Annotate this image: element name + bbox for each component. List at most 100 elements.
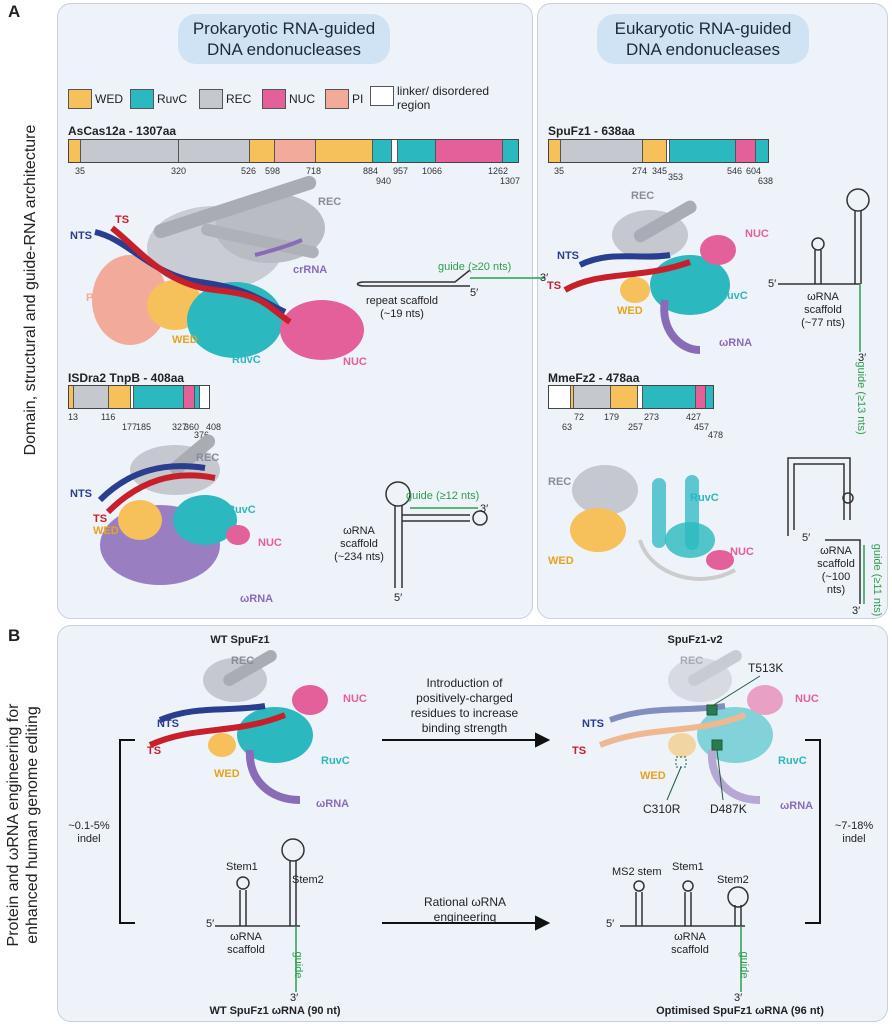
ascas12a-tick: 598 — [265, 166, 281, 176]
v2-label-ruvc: RuvC — [778, 755, 807, 767]
tnpb-tick: 116 — [101, 412, 116, 422]
wt-label-wed: WED — [214, 768, 240, 780]
spufz1-domain-bar — [548, 139, 769, 163]
tnpb-scaffold: ωRNA scaffold (~234 nts) — [334, 525, 384, 563]
spufz1-label-ts: TS — [547, 280, 562, 292]
legend-swatch-linker — [370, 86, 394, 106]
tnpb-tick: 376 — [194, 430, 210, 440]
wt-indel-label: ~0.1-5% indel — [68, 820, 110, 845]
ascas12a-guide-rna — [356, 269, 545, 287]
tnpb-tick: 360 — [184, 422, 200, 432]
ascas12a-tick: 526 — [241, 166, 257, 176]
tnpb-domain-bar — [68, 385, 210, 409]
spufz1-tick: 638 — [758, 176, 774, 186]
mmefz2-tick: 478 — [708, 430, 724, 440]
opt-rna-title: Optimised SpuFz1 ωRNA (96 nt) — [656, 1005, 824, 1017]
ascas12a-guide-label: guide (≥20 nts) — [438, 261, 512, 273]
wt-label-ts: TS — [147, 745, 162, 757]
legend-label-wed: WED — [95, 92, 123, 106]
tnpb-label-nuc: NUC — [258, 537, 282, 549]
wt-rna-title: WT SpuFz1 ωRNA (90 nt) — [209, 1005, 341, 1017]
ascas12a-label-ts: TS — [115, 214, 130, 226]
v2-indel-label: ~7-18% indel — [834, 820, 874, 845]
tnpb-tick: 408 — [206, 422, 222, 432]
tnpb-label-wrna: ωRNA — [240, 593, 274, 605]
ascas12a-label-rec: REC — [318, 196, 342, 208]
spufz1-tick: 274 — [632, 166, 648, 176]
legend-swatch-wed — [68, 89, 92, 109]
legend-swatch-pi — [325, 89, 349, 109]
opt-stem1-label: Stem1 — [672, 861, 704, 873]
legend-swatch-rec — [199, 89, 223, 109]
mmefz2-tick: 257 — [628, 422, 644, 432]
tnpb-tick: 13 — [68, 412, 79, 422]
legend-label-nuc: NUC — [289, 92, 315, 106]
mutation-markers — [666, 675, 761, 801]
tnpb-label-ts: TS — [93, 513, 108, 525]
ascas12a-label-crrna: crRNA — [293, 264, 328, 276]
ascas12a-label-nts: NTS — [70, 230, 92, 242]
ascas12a-3prime: 3′ — [540, 272, 549, 284]
wt-scaffold-label: ωRNA scaffold — [227, 931, 265, 956]
mmefz2-label-ruvc: RuvC — [690, 492, 719, 504]
opt-stem2-label: Stem2 — [717, 874, 749, 886]
spufz1-tick: 35 — [554, 166, 565, 176]
ascas12a-title: AsCas12a - 1307aa — [68, 124, 177, 138]
mmefz2-tick: 63 — [562, 422, 573, 432]
mmefz2-tick: 179 — [604, 412, 620, 422]
wt-label-wrna: ωRNA — [316, 798, 350, 810]
eukaryotic-title: Eukaryotic RNA-guided DNA endonucleases — [597, 14, 809, 64]
spufz1-guide-rna — [778, 188, 870, 352]
opt-3prime: 3′ — [734, 992, 743, 1004]
prokaryotic-title: Prokaryotic RNA-guided DNA endonucleases — [178, 14, 390, 64]
spufz1-tick: 604 — [746, 166, 762, 176]
legend-label-linker: linker/ disordered region — [397, 84, 490, 112]
mutation-c310r: C310R — [643, 802, 681, 816]
tnpb-5prime: 5′ — [394, 592, 403, 604]
ascas12a-label-wed: WED — [172, 334, 198, 346]
tnpb-structure — [97, 434, 250, 585]
panel-b-letter: B — [8, 626, 21, 645]
panel-b — [57, 625, 888, 1022]
wt-guide-label: guide — [292, 951, 304, 979]
rna-engineering-label: Rational ωRNA engineering — [423, 895, 507, 924]
v2-label-wrna: ωRNA — [780, 800, 814, 812]
mmefz2-5prime: 5′ — [802, 532, 811, 544]
spufz1-label-wed: WED — [617, 305, 643, 317]
spufz1-guide-label: guide (≥13 nts) — [855, 361, 867, 435]
mmefz2-3prime: 3′ — [852, 605, 861, 617]
spufz1-structure — [563, 200, 736, 354]
ascas12a-tick: 884 — [363, 166, 379, 176]
spufz1-scaffold: ωRNA scaffold (~77 nts) — [801, 291, 845, 329]
ascas12a-tick: 35 — [75, 166, 86, 176]
wt-label-nts: NTS — [157, 718, 179, 730]
mmefz2-tick: 427 — [686, 412, 702, 422]
wt-label-rec: REC — [231, 655, 255, 667]
spufz1-tick: 353 — [668, 172, 684, 182]
ascas12a-domain-bar — [68, 139, 519, 163]
tnpb-guide-label: guide (≥12 nts) — [406, 490, 480, 502]
v2-label-nts: NTS — [582, 718, 604, 730]
opt-guide-label: guide — [738, 951, 750, 979]
spufz1-tick: 345 — [652, 166, 668, 176]
spufz1-title: SpuFz1 - 638aa — [548, 124, 635, 138]
v2-label-wed: WED — [640, 770, 666, 782]
mmefz2-structure — [570, 465, 736, 581]
wt-label-ruvc: RuvC — [321, 755, 350, 767]
wt-spufz1-title: WT SpuFz1 — [210, 634, 270, 646]
tnpb-label-nts: NTS — [70, 488, 92, 500]
wt-stem2-label: Stem2 — [292, 874, 324, 886]
mutation-d487k: D487K — [710, 802, 747, 816]
tnpb-label-rec: REC — [196, 452, 220, 464]
wt-spufz1-wrna — [215, 838, 305, 992]
ascas12a-tick: 940 — [376, 176, 392, 186]
spufz1-5prime: 5′ — [768, 278, 777, 290]
tnpb-tick: 327 — [172, 422, 188, 432]
legend-label-pi: PI — [352, 92, 364, 106]
ascas12a-tick: 957 — [393, 166, 409, 176]
spufz1-v2-title: SpuFz1-v2 — [667, 634, 723, 646]
legend-label-ruvc: RuvC — [157, 92, 188, 106]
spufz1-label-ruvc: RuvC — [719, 290, 748, 302]
ascas12a-label-pi: PI — [86, 292, 97, 304]
